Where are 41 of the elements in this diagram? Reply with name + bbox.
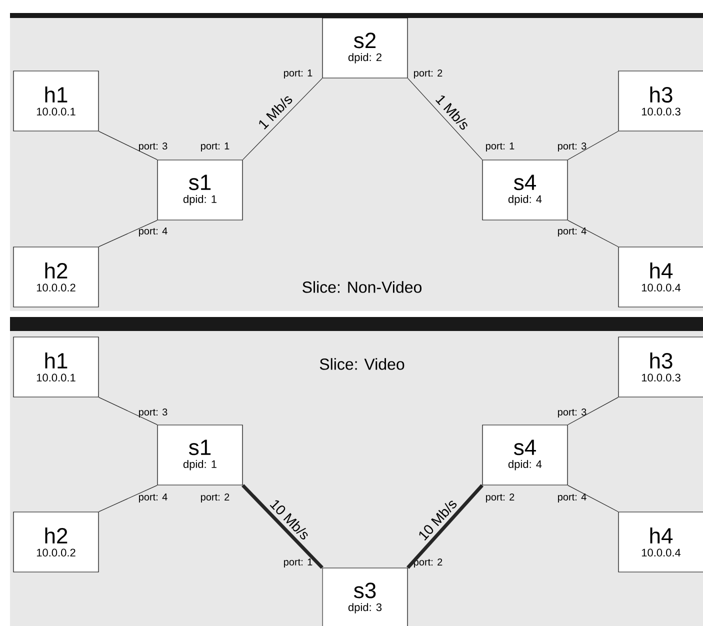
link-line [98, 485, 158, 512]
port-label: port: 2 [486, 493, 514, 503]
port-label: port: 1 [486, 142, 514, 152]
link-line [408, 78, 482, 160]
link-line [98, 131, 158, 160]
host-box: h1 10.0.0.1 [13, 336, 99, 398]
port-label: port: 1 [284, 70, 312, 78]
port-label: port: 4 [558, 228, 586, 236]
link-line [406, 484, 484, 569]
link-line [98, 397, 158, 425]
link-line [568, 485, 618, 512]
port-label: port: 2 [414, 69, 442, 79]
port-label: port: 3 [139, 408, 168, 418]
switch-box: s2 dpid: 2 [322, 18, 408, 78]
link-line [568, 397, 618, 425]
switch-box: s4 dpid: 4 [482, 160, 568, 220]
link-line [568, 220, 618, 247]
switch-box: s1 dpid: 1 [157, 424, 243, 486]
port-label: port: 1 [284, 558, 312, 568]
host-box: h4 10.0.0.4 [618, 246, 703, 308]
port-label: port: 4 [139, 494, 168, 502]
host-box: h2 10.0.0.2 [13, 512, 99, 572]
link-line [98, 220, 158, 247]
host-box: h1 10.0.0.1 [13, 70, 99, 132]
host-box: h3 10.0.0.3 [618, 70, 703, 132]
link-line [242, 484, 324, 569]
link-line [568, 131, 618, 160]
switch-box: s1 dpid: 1 [157, 160, 243, 220]
host-box: h4 10.0.0.4 [618, 512, 703, 572]
switch-box: s4 dpid: 4 [482, 424, 568, 486]
host-box: h2 10.0.0.2 [13, 246, 99, 308]
port-label: port: 4 [558, 494, 586, 502]
port-label: port: 3 [558, 142, 586, 152]
port-label: port: 3 [139, 142, 168, 152]
port-label: port: 2 [201, 493, 230, 503]
host-box: h3 10.0.0.3 [618, 336, 703, 398]
port-label: port: 1 [201, 142, 230, 152]
port-label: port: 3 [558, 408, 586, 418]
port-label: port: 4 [139, 228, 168, 236]
switch-box: s3 dpid: 3 [322, 568, 408, 626]
link-line [242, 78, 322, 160]
